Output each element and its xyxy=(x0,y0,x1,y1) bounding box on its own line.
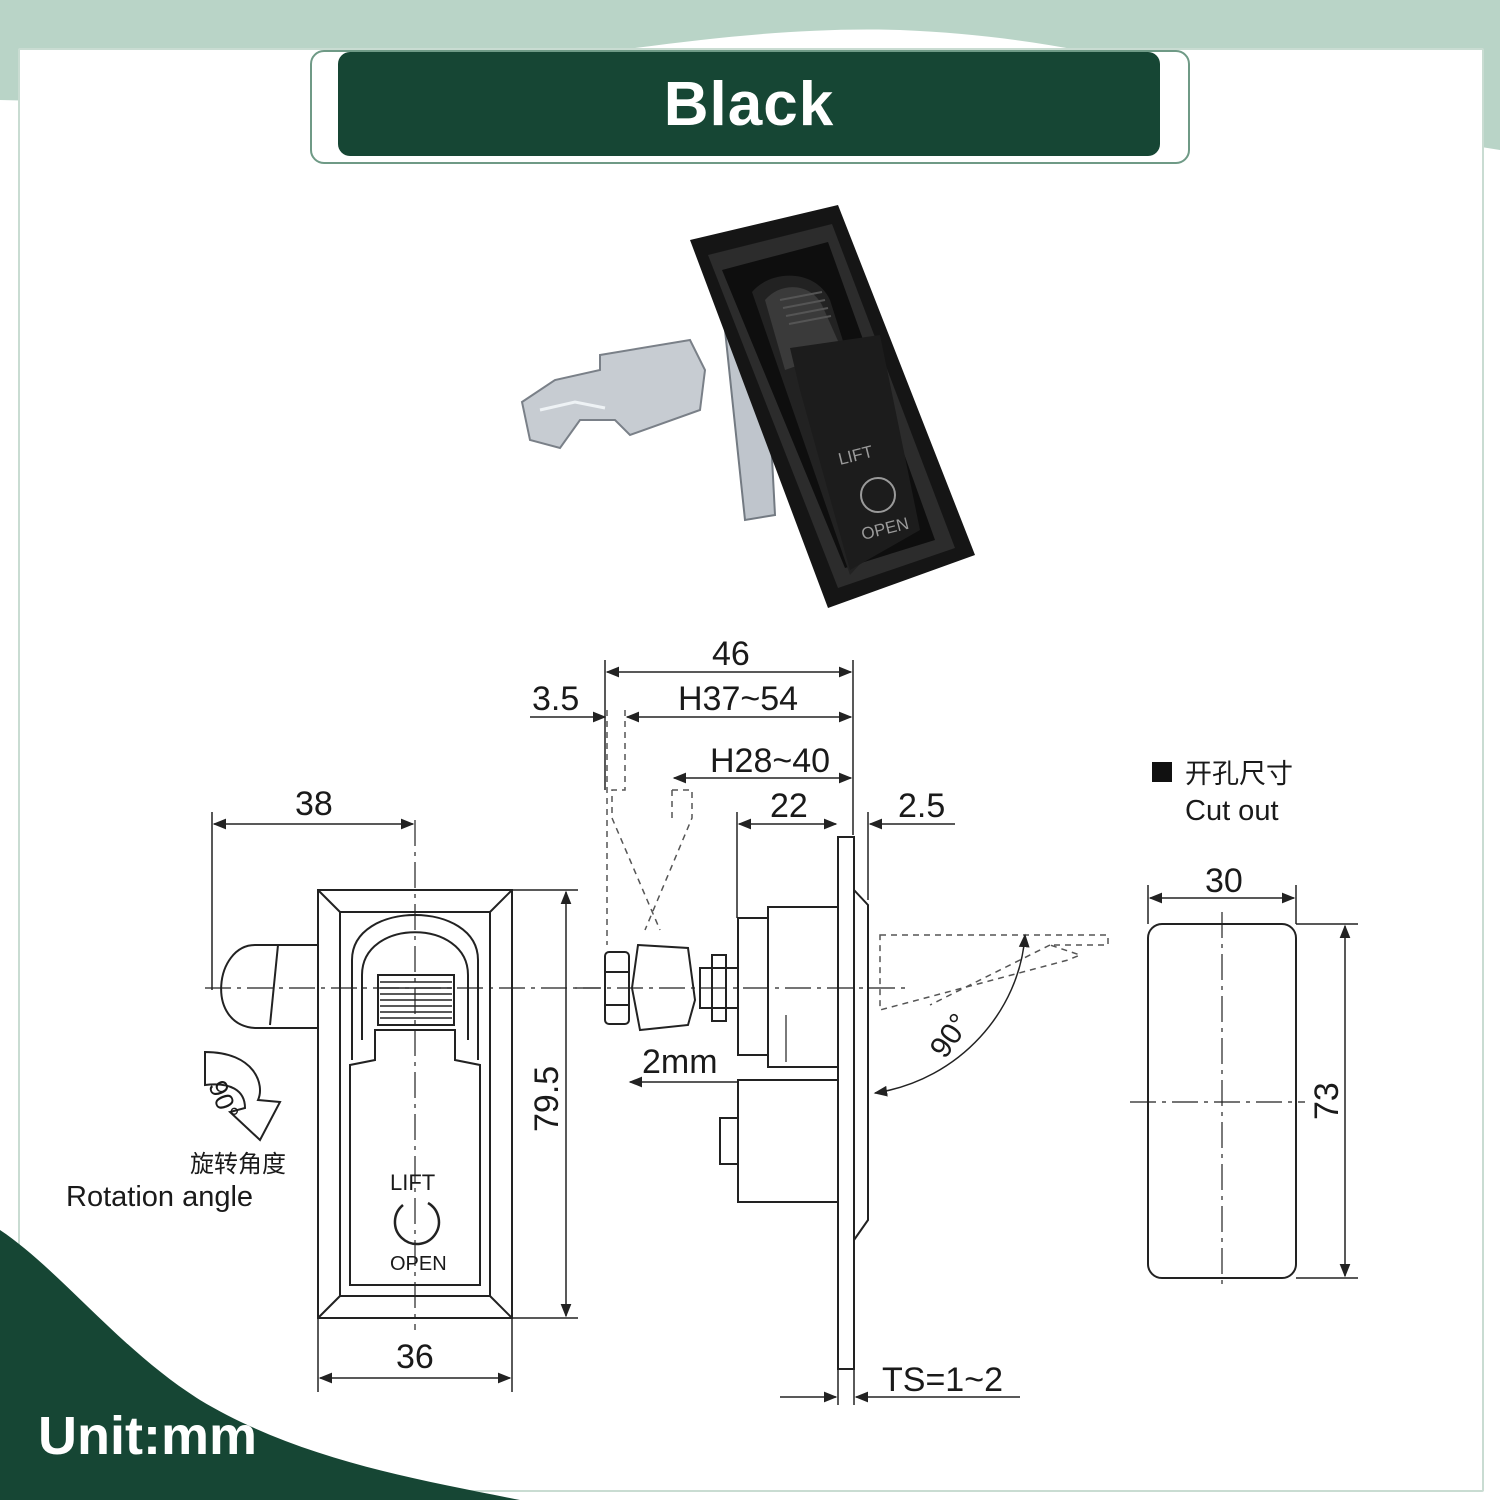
dimension-73 xyxy=(1296,923,1358,1279)
dim-73-text: 73 xyxy=(1308,1082,1346,1120)
front-view-drawing xyxy=(205,820,600,1330)
dim-38-text: 38 xyxy=(295,785,333,823)
dim-3-5-text: 3.5 xyxy=(532,680,579,718)
dimension-ts xyxy=(780,1369,1020,1405)
cutout-drawing xyxy=(1130,912,1305,1290)
title-banner: Black xyxy=(338,52,1160,156)
dim-79-5-text: 79.5 xyxy=(528,1066,566,1132)
angle-arc xyxy=(873,933,1030,1097)
cutout-legend-square-icon xyxy=(1152,762,1172,782)
dimension-36 xyxy=(317,1318,513,1392)
bottom-left-wave xyxy=(0,1230,520,1500)
dimension-46 xyxy=(604,660,854,835)
rotation-arrow-icon xyxy=(204,1050,282,1142)
dim-46-text: 46 xyxy=(712,635,750,673)
dim-22-text: 22 xyxy=(770,787,808,825)
open-text: OPEN xyxy=(390,1253,447,1275)
side-view-drawing xyxy=(575,836,910,1370)
dim-2-5-text: 2.5 xyxy=(898,787,945,825)
rotation-label-cn: 旋转角度 xyxy=(190,1150,286,1178)
cutout-label-cn: 开孔尺寸 xyxy=(1185,759,1293,790)
dim-30-text: 30 xyxy=(1205,862,1243,900)
title-text: Black xyxy=(663,69,835,139)
dimension-38 xyxy=(211,812,415,990)
dim-ts-text: TS=1~2 xyxy=(882,1361,1003,1399)
dim-2mm-text: 2mm xyxy=(642,1043,718,1081)
dimension-79-5 xyxy=(512,889,578,1319)
lift-text: LIFT xyxy=(390,1170,435,1195)
product-photo: LIFT OPEN xyxy=(520,205,975,608)
adjustment-range-lines xyxy=(606,710,1109,1011)
dim-h28-40-text: H28~40 xyxy=(710,742,830,780)
cutout-label-en: Cut out xyxy=(1185,795,1279,827)
dim-36-text: 36 xyxy=(396,1338,434,1376)
dimension-30 xyxy=(1147,885,1297,924)
dim-h37-54-text: H37~54 xyxy=(678,680,798,718)
rotation-label-en: Rotation angle xyxy=(66,1181,253,1213)
unit-label: Unit:mm xyxy=(38,1406,257,1466)
photo-rotate-icon xyxy=(860,477,896,513)
dimension-22 xyxy=(736,812,955,918)
angle-90-text: 90° xyxy=(924,1008,977,1064)
